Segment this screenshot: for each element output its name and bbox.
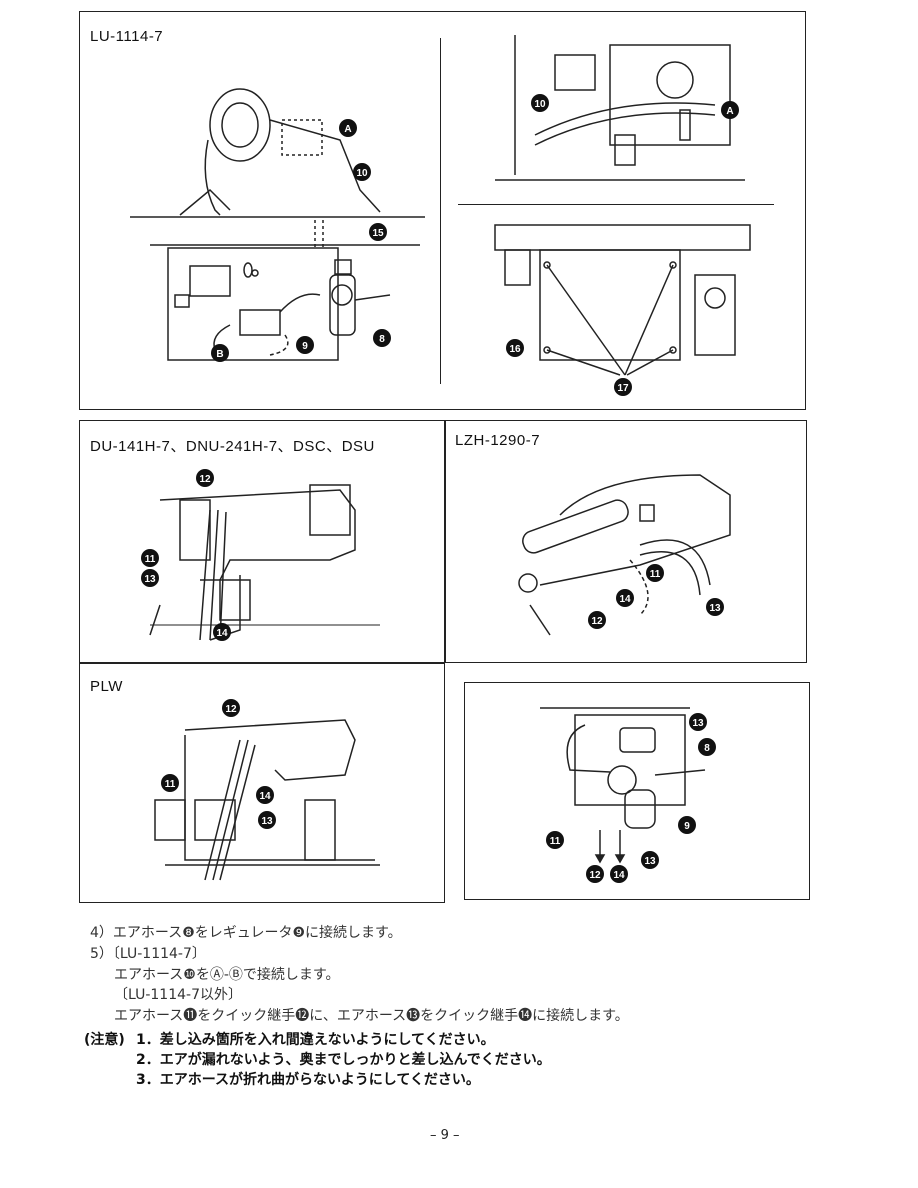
panel-regulator (464, 682, 810, 900)
instruction-step-5-lu: エアホース❿をⒶ-Ⓑで接続します。 (114, 967, 340, 983)
notes-label: (注意) (84, 1032, 125, 1048)
callout-10-lu: 10 (356, 168, 368, 179)
instruction-step-5-other-header: 〔LU-1114-7以外〕 (114, 987, 242, 1003)
lu-machine-illustration: A 10 15 8 9 B (130, 88, 425, 362)
callout-8-lu: 8 (379, 334, 385, 345)
note-item-1: 1．差し込み箇所を入れ間違えないようにしてください。 (136, 1032, 495, 1048)
callout-16: 16 (509, 344, 521, 355)
du-machine-illustration: 12 11 13 14 (141, 469, 380, 641)
callout-9-lu: 9 (302, 341, 308, 352)
callout-11-lzh: 11 (650, 569, 661, 580)
callout-12-du: 12 (199, 474, 211, 485)
callout-13-du: 13 (144, 574, 156, 585)
callout-11-reg: 11 (550, 836, 561, 847)
callout-12-plw: 12 (225, 704, 237, 715)
page-number: – 9 – (430, 1128, 460, 1143)
callout-b-lu: B (216, 349, 223, 360)
lzh-illustration: 11 14 12 13 (518, 474, 731, 636)
callout-14-plw: 14 (259, 791, 271, 802)
callout-13-reg-top: 13 (692, 718, 704, 729)
regulator-illustration: 13 8 9 11 13 12 14 (540, 707, 716, 883)
lu-upper-right-illustration: 10 A (495, 35, 745, 181)
panel-title-lzh: LZH-1290-7 (455, 432, 541, 449)
callout-12-reg: 12 (589, 870, 601, 881)
panel-du-dnu (79, 420, 445, 663)
plw-illustration: 12 11 14 13 (154, 699, 380, 881)
panel-title-plw: PLW (90, 678, 123, 695)
panel-plw (79, 663, 445, 903)
right-divider (458, 204, 774, 205)
callout-a-right: A (726, 106, 733, 117)
callout-15-lu: 15 (372, 228, 384, 239)
callout-11-du: 11 (145, 554, 156, 565)
lu-lower-right-illustration: 16 17 (494, 224, 751, 396)
callout-a-lu: A (344, 124, 351, 135)
instruction-step-4: 4）エアホース❽をレギュレータ❾に接続します。 (90, 925, 402, 941)
callout-13-lzh: 13 (709, 603, 721, 614)
panel-title-lu: LU-1114-7 (90, 28, 164, 45)
callout-14-lzh: 14 (619, 594, 631, 605)
callout-12-lzh: 12 (591, 616, 603, 627)
callout-13-plw: 13 (261, 816, 273, 827)
instruction-step-5-other: エアホース⓫をクイック継手⓬に、エアホース⓭をクイック継手⓮に接続します。 (114, 1008, 629, 1024)
callout-10-right: 10 (534, 99, 546, 110)
note-item-2: 2．エアが漏れないよう、奥までしっかりと差し込んでください。 (136, 1052, 551, 1068)
callout-11-plw: 11 (165, 779, 176, 790)
callout-8-reg: 8 (704, 743, 710, 754)
callout-17: 17 (617, 383, 629, 394)
instruction-step-5-header: 5）〔LU-1114-7〕 (90, 946, 206, 962)
panel-lzh-1290-7 (445, 420, 807, 663)
panel-lu-1114-7 (79, 11, 806, 410)
note-item-3: 3．エアホースが折れ曲がらないようにしてください。 (136, 1072, 480, 1088)
callout-14-reg: 14 (613, 870, 625, 881)
panel-divider (440, 38, 441, 384)
callout-9-reg: 9 (684, 821, 690, 832)
callout-13-reg: 13 (644, 856, 656, 867)
panel-title-du: DU-141H-7、DNU-241H-7、DSC、DSU (90, 438, 375, 455)
callout-14-du: 14 (216, 628, 228, 639)
